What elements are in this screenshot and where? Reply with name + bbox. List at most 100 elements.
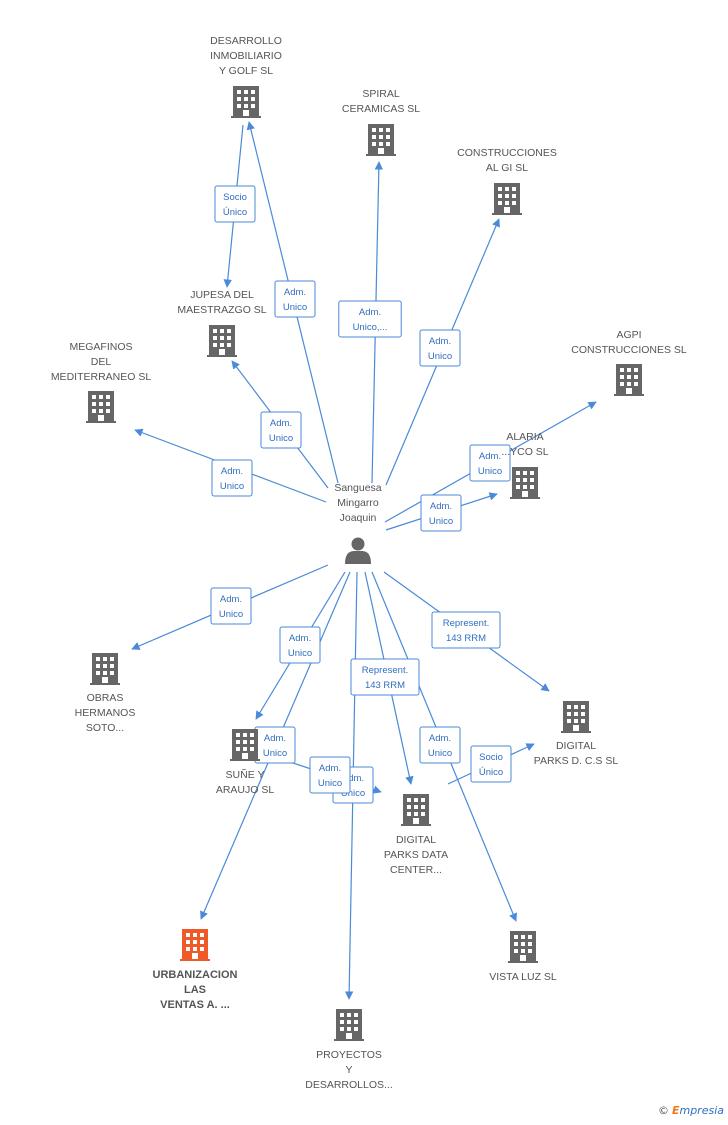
edge-label-e_sune[interactable]: Adm.Unico xyxy=(279,626,321,664)
company-node-construcciones_al_gi[interactable]: CONSTRUCCIONES AL GI SL xyxy=(457,147,557,215)
edge-label-text: Represent. xyxy=(362,665,408,676)
edge-label-e_urban[interactable]: Adm. Unico xyxy=(254,726,296,764)
edge-label-box xyxy=(279,626,321,664)
edge-label-text: 143 RRM xyxy=(365,680,405,691)
company-name-line: DIGITAL xyxy=(556,740,596,752)
building-icon xyxy=(401,794,431,826)
company-name-line: SPIRAL xyxy=(362,88,400,100)
brand-footer[interactable]: ©Empresia xyxy=(658,1104,724,1117)
company-name-line: JUPESA DEL xyxy=(190,289,254,301)
edge-label-text: Adm. xyxy=(284,287,306,298)
edge-label-text: Adm. xyxy=(270,418,292,429)
company-name-line: SUÑE Y xyxy=(226,768,265,781)
edge-label-e_megafinos[interactable]: Adm.Unico xyxy=(211,459,253,497)
brand-name: mpresia xyxy=(679,1104,724,1117)
company-name-line: VISTA LUZ SL xyxy=(489,971,557,983)
building-icon xyxy=(207,325,237,357)
company-name-line: VENTAS A. ... xyxy=(160,999,230,1011)
company-node-obras[interactable]: OBRASHERMANOSSOTO... xyxy=(75,653,136,734)
person-name-line: Joaquin xyxy=(340,512,377,524)
edge-label-text: Unico xyxy=(428,351,452,362)
edge-label-e_vista[interactable]: Adm.Unico xyxy=(419,726,461,764)
edge-label-text: Unico xyxy=(219,609,243,620)
edge-label-box xyxy=(260,411,302,449)
building-icon xyxy=(561,701,591,733)
company-name-line: PARKS DATA xyxy=(384,849,448,861)
company-name-line: URBANIZACION xyxy=(153,969,238,981)
edge-label-e_agpi[interactable]: Adm.Unico xyxy=(469,444,511,482)
edge-label-box xyxy=(214,185,256,223)
edge-label-e_obras[interactable]: Adm. Unico xyxy=(210,587,252,625)
edge-label-text: Socio xyxy=(223,192,247,203)
company-name-line: MEDITERRANEO SL xyxy=(51,371,152,383)
person-name-line: Mingarro xyxy=(337,497,379,509)
company-name-line: CONSTRUCCIONES xyxy=(457,147,557,159)
edge-label-e_jupesa[interactable]: Adm. Unico xyxy=(260,411,302,449)
company-name-line: SOTO... xyxy=(86,722,124,734)
company-name-line: LAS xyxy=(184,984,206,996)
edge-label-box xyxy=(419,329,461,367)
edge-label-text: Adm. xyxy=(429,336,451,347)
company-name-line: DEL xyxy=(91,356,112,368)
edge-label-e_alaria[interactable]: Adm. Unico xyxy=(420,494,462,532)
company-node-urbanizacion[interactable]: URBANIZACION LAS VENTAS A. ... xyxy=(153,929,238,1011)
company-node-alaria[interactable]: ALARIA ...YCO SL xyxy=(501,431,549,499)
company-name-line: ...YCO SL xyxy=(501,446,548,458)
edge-label-box xyxy=(470,745,512,783)
company-node-megafinos[interactable]: MEGAFINOS DEL MEDITERRANEO SL xyxy=(51,341,152,423)
company-node-proyectos[interactable]: PROYECTOS Y DESARROLLOS... xyxy=(305,1009,393,1091)
edge-label-text: Unico xyxy=(269,433,293,444)
company-name-line: AL GI SL xyxy=(486,162,528,174)
edge-label-e_sune_data[interactable]: Adm.Unico xyxy=(309,756,351,794)
company-name-line: PROYECTOS xyxy=(316,1049,382,1061)
edge-label-text: Adm. xyxy=(264,733,286,744)
edge-label-e_desarrollo[interactable]: Adm. Unico xyxy=(274,280,316,318)
edge-label-box xyxy=(211,459,253,497)
company-name-line: Y GOLF SL xyxy=(219,65,273,77)
edge-label-box xyxy=(350,658,420,696)
edge-label-text: Unico xyxy=(283,302,307,313)
edge-label-text: Adm. xyxy=(359,307,381,318)
edge-label-text: Adm. xyxy=(289,633,311,644)
company-node-vista_luz[interactable]: VISTA LUZ SL xyxy=(489,931,557,983)
company-name-line: MEGAFINOS xyxy=(69,341,132,353)
company-name-line: ALARIA xyxy=(506,431,543,443)
company-name-line: DESARROLLOS... xyxy=(305,1079,393,1091)
copyright-symbol: © xyxy=(657,1104,669,1117)
person-name-line: Sanguesa xyxy=(334,482,381,494)
edge-label-e_dcs[interactable]: Represent.143 RRM xyxy=(431,611,501,649)
edge-label-text: Unico xyxy=(341,788,365,799)
building-icon xyxy=(334,1009,364,1041)
edge-label-text: Adm. xyxy=(220,594,242,605)
edge-label-text: Adm. xyxy=(342,773,364,784)
company-name-line: HERMANOS xyxy=(75,707,136,719)
company-name-line: Y xyxy=(345,1064,352,1076)
building-icon xyxy=(366,124,396,156)
edge-label-text: Unico xyxy=(263,748,287,759)
edge-label-text: Unico xyxy=(428,748,452,759)
edge-label-box xyxy=(338,300,402,338)
edge-label-text: Adm. xyxy=(430,501,452,512)
edge-label-box xyxy=(419,726,461,764)
edge-label-e_spiral[interactable]: Adm.Unico,... xyxy=(338,300,402,338)
company-name-line: CONSTRUCCIONES SL xyxy=(571,344,687,356)
edge-label-text: Unico xyxy=(220,481,244,492)
edge-label-text: Socio xyxy=(479,752,503,763)
edge-label-text: Unico xyxy=(429,516,453,527)
company-name-line: CENTER... xyxy=(390,864,442,876)
edge-label-e_data[interactable]: Represent. 143 RRM xyxy=(350,658,420,696)
edge-label-e_al_gi[interactable]: Adm. Unico xyxy=(419,329,461,367)
edge-label-text: Represent. xyxy=(443,618,489,629)
brand-initial: E xyxy=(671,1104,680,1117)
